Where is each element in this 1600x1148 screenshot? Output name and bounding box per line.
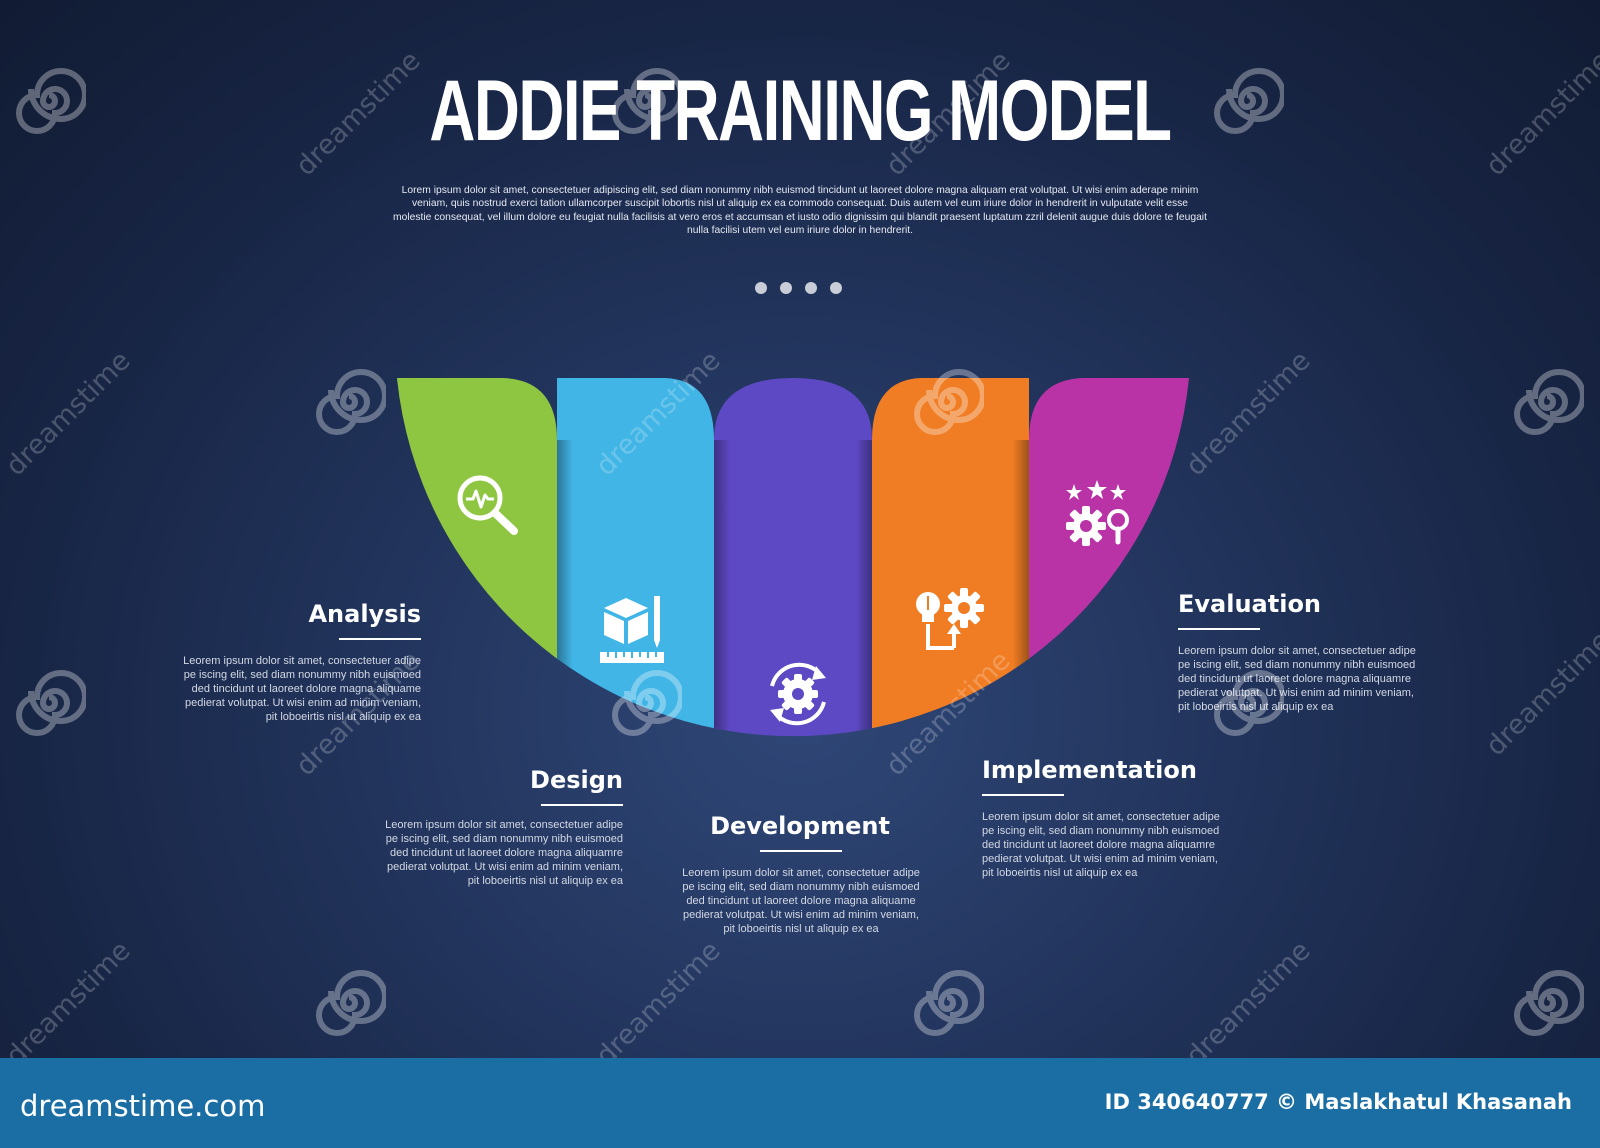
watermark-spiral-icon <box>1210 666 1286 740</box>
watermark-spiral-icon <box>312 365 388 439</box>
watermark-spiral-icon <box>312 966 388 1040</box>
watermark-spiral-icon <box>1210 64 1286 138</box>
band-analysis <box>397 378 557 737</box>
step-desc-design: Leorem ipsum dolor sit amet, consectetue… <box>385 819 623 887</box>
step-desc-implementation: Leorem ipsum dolor sit amet, consectetue… <box>982 811 1220 879</box>
watermark-spiral-icon <box>608 666 684 740</box>
step-title-evaluation: Evaluation <box>1178 590 1322 618</box>
watermark-spiral-icon <box>910 966 986 1040</box>
page-title: ADDIE TRAINING MODEL <box>429 63 1172 159</box>
intro-paragraph: Lorem ipsum dolor sit amet, consectetuer… <box>393 185 1207 236</box>
step-desc-evaluation: Leorem ipsum dolor sit amet, consectetue… <box>1178 645 1416 713</box>
bulb-gear-flow-icon <box>912 586 988 662</box>
magnifier-pulse-icon <box>450 468 526 544</box>
watermark-spiral-icon <box>1510 966 1586 1040</box>
footer-brand[interactable]: dreamstime.com <box>20 1089 266 1123</box>
gear-cycle-icon <box>760 656 836 732</box>
dot <box>780 282 792 294</box>
step-underline <box>760 850 842 852</box>
step-title-development: Development <box>710 812 890 840</box>
cube-ruler-pencil-icon <box>596 594 672 670</box>
dot <box>755 282 767 294</box>
stars-gear-search-icon <box>1060 480 1136 556</box>
watermark-spiral-icon <box>910 365 986 439</box>
watermark-spiral-icon <box>1510 365 1586 439</box>
watermark-spiral-icon <box>12 64 88 138</box>
step-desc-development: Leorem ipsum dolor sit amet, consectetue… <box>682 867 920 935</box>
dot <box>805 282 817 294</box>
footer-bar <box>0 1058 1600 1148</box>
pagination-dots <box>755 282 842 294</box>
band-development <box>714 378 872 737</box>
step-title-design: Design <box>530 766 623 794</box>
step-underline <box>339 638 421 640</box>
watermark-spiral-icon <box>12 666 88 740</box>
step-underline <box>1178 628 1260 630</box>
footer-credit: ID 340640777 © Maslakhatul Khasanah <box>1104 1090 1572 1114</box>
step-underline <box>982 794 1064 796</box>
band-evaluation <box>1029 378 1189 737</box>
step-title-implementation: Implementation <box>982 756 1197 784</box>
dot <box>830 282 842 294</box>
step-title-analysis: Analysis <box>308 600 421 628</box>
step-underline <box>541 804 623 806</box>
step-desc-analysis: Leorem ipsum dolor sit amet, consectetue… <box>183 655 421 723</box>
half-circle-fan <box>397 378 1189 737</box>
watermark-spiral-icon <box>608 64 684 138</box>
